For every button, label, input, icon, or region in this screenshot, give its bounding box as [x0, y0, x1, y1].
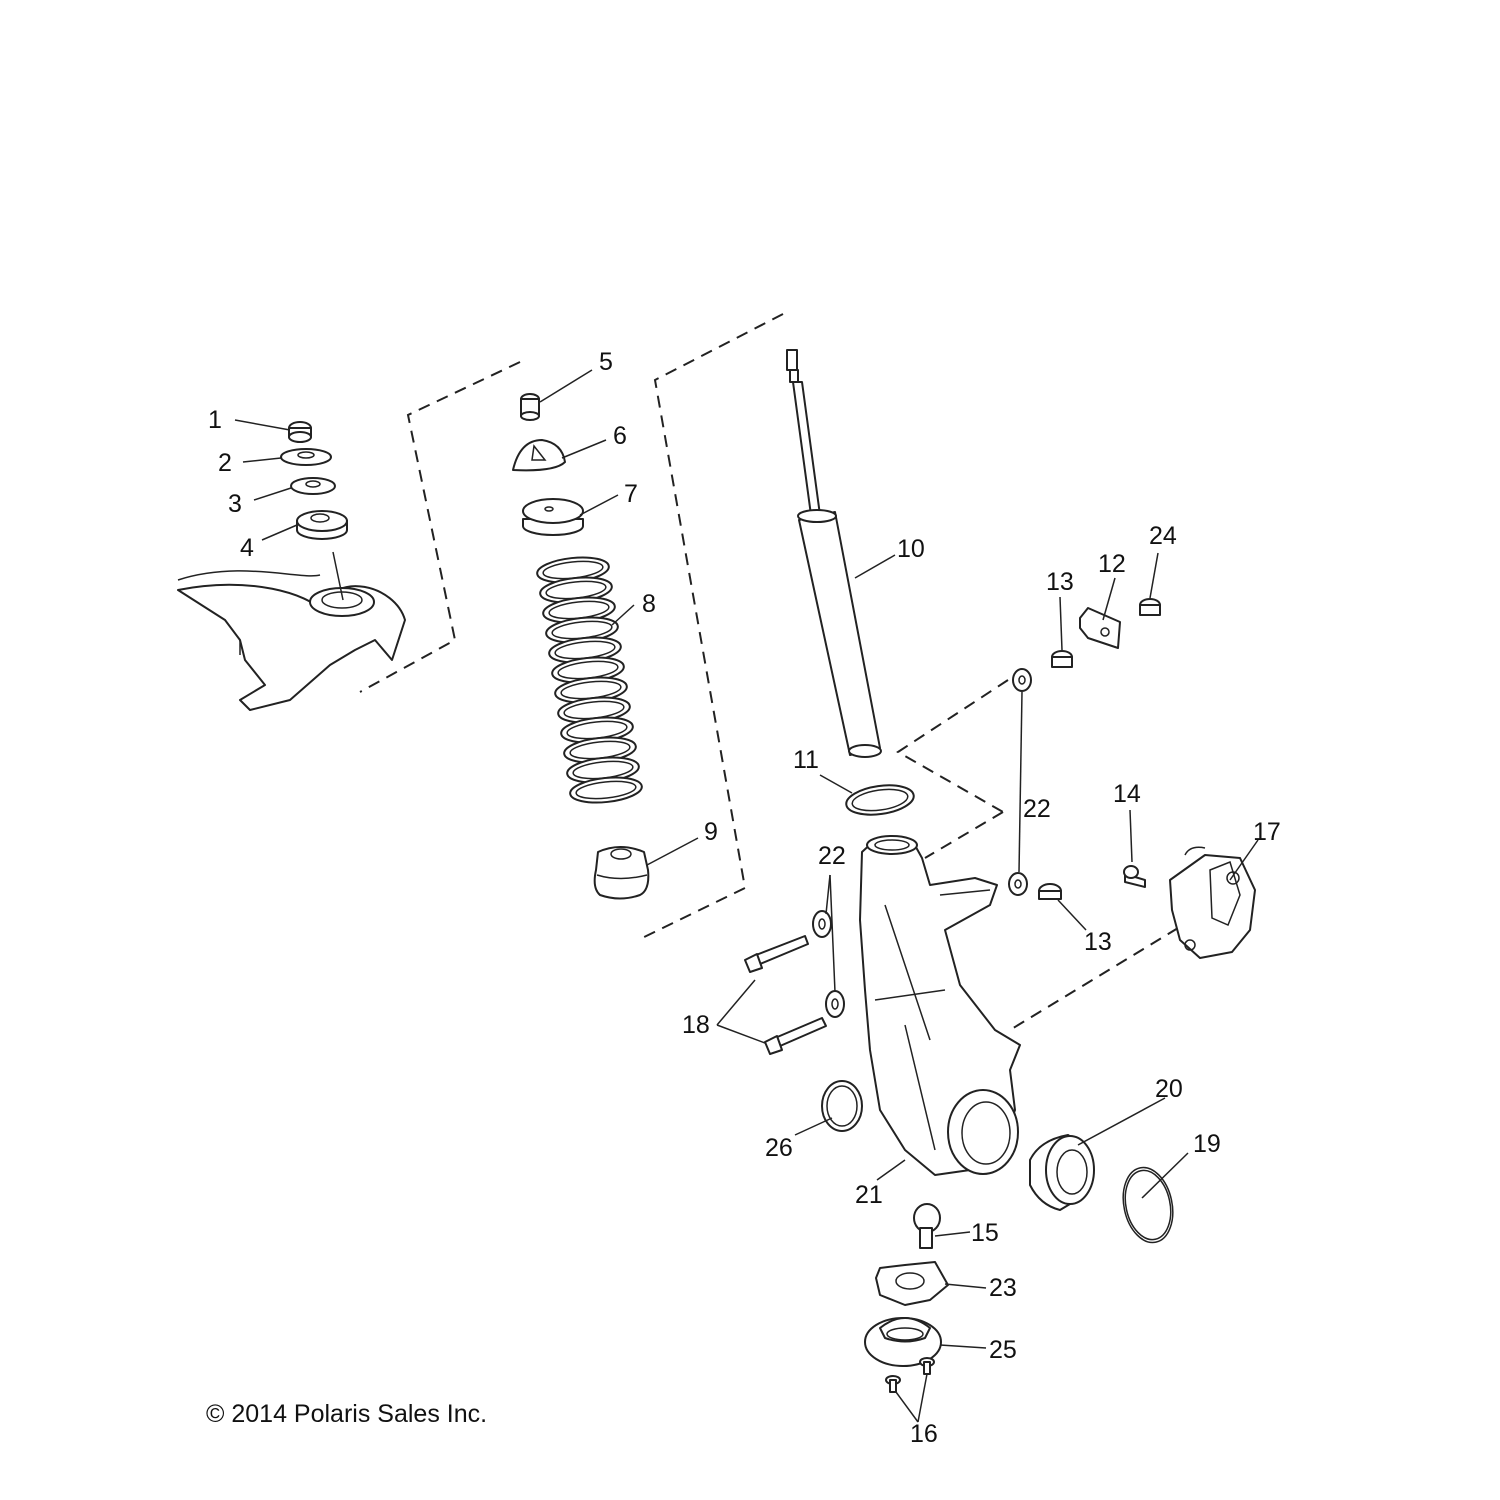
- ring-part-26: [821, 1080, 863, 1132]
- callout-7: 7: [624, 480, 638, 508]
- boot-part-25: [864, 1317, 942, 1367]
- copyright-notice: © 2014 Polaris Sales Inc.: [206, 1400, 488, 1428]
- callout-13-top: 13: [1046, 568, 1074, 596]
- callout-12: 12: [1098, 550, 1126, 578]
- callout-1: 1: [208, 406, 222, 434]
- spring-coil: [575, 780, 637, 800]
- callout-23: 23: [989, 1274, 1017, 1302]
- callout-10: 10: [897, 535, 925, 563]
- bolt-part-18-top: [744, 935, 809, 973]
- callout-5: 5: [599, 348, 613, 376]
- bushing-part-4: [296, 510, 348, 540]
- callout-19: 19: [1193, 1130, 1221, 1158]
- callout-14: 14: [1113, 780, 1141, 808]
- seal-part-11: [845, 784, 915, 816]
- washer-part-22-left-top: [812, 910, 832, 938]
- nut-part-24: [1139, 598, 1161, 616]
- callout-6: 6: [613, 422, 627, 450]
- mount-hardware-stack: [280, 421, 348, 540]
- callout-8: 8: [642, 590, 656, 618]
- washer-part-22-bottom: [1008, 872, 1028, 896]
- control-arm: [177, 551, 406, 711]
- callout-labels: 1 2 3 4 5 6 7 8 9 10 11 12 13 13 14 15 1…: [208, 348, 1281, 1448]
- callout-22-right: 22: [1023, 795, 1051, 823]
- callout-16: 16: [910, 1420, 938, 1448]
- callout-9: 9: [704, 818, 718, 846]
- bolt-part-14: [1123, 865, 1146, 888]
- callout-11: 11: [793, 746, 819, 774]
- knuckle-part-21: [859, 835, 1021, 1176]
- callout-17: 17: [1253, 818, 1281, 846]
- bolt-part-16-left: [885, 1375, 901, 1393]
- upper-mount-part-6: [512, 439, 566, 472]
- callout-24: 24: [1149, 522, 1177, 550]
- washer-part-2: [280, 448, 332, 466]
- washer-part-22-top: [1012, 668, 1032, 692]
- callout-21: 21: [855, 1181, 883, 1209]
- bolt-part-16-right: [919, 1357, 935, 1375]
- callout-18: 18: [682, 1011, 710, 1039]
- nut-part-1: [288, 421, 312, 443]
- callout-25: 25: [989, 1336, 1017, 1364]
- leader-lines: [234, 369, 1259, 1423]
- callout-20: 20: [1155, 1075, 1183, 1103]
- plate-part-23: [875, 1261, 949, 1306]
- ball-joint-part-15: [913, 1203, 941, 1249]
- spring-seat-part-7: [522, 498, 584, 536]
- assembly-guide-lines: [359, 313, 1179, 1031]
- callout-4: 4: [240, 534, 254, 562]
- bearing-part-20: [1029, 1134, 1095, 1211]
- caliper-part-17: [1169, 846, 1256, 959]
- nut-part-13-bottom: [1038, 883, 1062, 900]
- coil-spring-part-8: [536, 556, 643, 804]
- strut-part-10: [786, 349, 882, 758]
- spring-coil: [569, 776, 643, 804]
- circlip-part-19: [1122, 1166, 1174, 1244]
- brake-line-clip-part-12: [1079, 607, 1121, 649]
- washer-part-3: [290, 477, 336, 495]
- washer-part-22-left-bottom: [825, 990, 845, 1018]
- bolt-part-18-bottom: [764, 1017, 827, 1055]
- callout-22-left: 22: [818, 842, 846, 870]
- bump-stop-part-9: [593, 846, 650, 900]
- callout-26: 26: [765, 1134, 793, 1162]
- nut-part-5: [520, 393, 540, 421]
- callout-15: 15: [971, 1219, 999, 1247]
- spring-stack: [512, 393, 650, 900]
- callout-3: 3: [228, 490, 242, 518]
- callout-2: 2: [218, 449, 232, 477]
- callout-13-bottom: 13: [1084, 928, 1112, 956]
- nut-part-13-top: [1051, 650, 1073, 668]
